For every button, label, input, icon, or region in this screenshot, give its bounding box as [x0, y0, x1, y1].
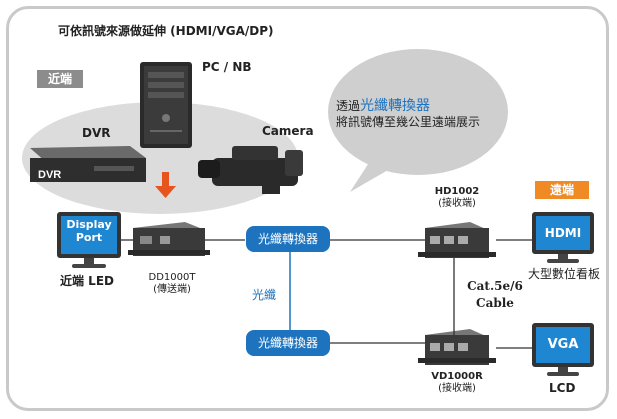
hdmi-screen-label: HDMI — [544, 226, 582, 240]
cable-label-line1: Cat.5e/6 — [467, 279, 523, 293]
dd1000t-role: (傳送端) — [153, 284, 191, 295]
near-end-badge: 近端 — [37, 70, 83, 88]
dvr-device-icon — [30, 146, 146, 182]
hd1002-receiver-icon — [418, 222, 496, 258]
display-port-monitor-icon — [57, 212, 121, 268]
hd1002-model: HD1002 — [434, 186, 480, 197]
camera-icon — [198, 146, 303, 194]
header-text: 可依訊號來源做延伸 (HDMI/VGA/DP) — [58, 24, 274, 38]
pc-tower-icon — [140, 62, 192, 148]
speech-prefix: 透過 — [336, 99, 361, 113]
speech-bubble-text: 透過光纖轉換器 將訊號傳至幾公里遠端展示 — [336, 98, 506, 130]
dd1000t-label: DD1000T (傳送端) — [138, 272, 206, 296]
vga-monitor-icon — [532, 323, 594, 376]
speech-bubble — [328, 49, 508, 192]
camera-label: Camera — [262, 124, 314, 138]
signal-arrow-icon — [155, 172, 176, 198]
vd1000r-role: (接收端) — [438, 383, 476, 394]
speech-highlight: 光纖轉換器 — [360, 98, 431, 114]
dvr-label: DVR — [82, 126, 111, 140]
cable-label: Cat.5e/6 Cable — [460, 278, 530, 312]
far-end-badge: 遠端 — [535, 181, 589, 199]
display-port-screen-label: Display Port — [66, 218, 112, 244]
speech-line1: 透過光纖轉換器 — [336, 98, 506, 114]
near-led-label: 近端 LED — [60, 274, 114, 288]
cable-lines — [121, 239, 532, 349]
vd1000r-model: VD1000R — [431, 371, 483, 382]
hd1002-role: (接收端) — [438, 198, 476, 209]
vga-caption: LCD — [549, 381, 576, 395]
hdmi-monitor-icon — [532, 212, 594, 263]
fiber-converter-bottom: 光纖轉換器 — [246, 330, 330, 356]
dd1000t-model: DD1000T — [148, 272, 196, 283]
vd1000r-receiver-icon — [418, 329, 496, 365]
dvr-panel-label: DVR — [38, 169, 61, 181]
speech-line2: 將訊號傳至幾公里遠端展示 — [336, 115, 481, 129]
fiber-converter-top: 光纖轉換器 — [246, 226, 330, 252]
dd1000t-transmitter-icon — [128, 222, 210, 256]
hd1002-label: HD1002 (接收端) — [424, 186, 490, 210]
diagram-frame — [6, 6, 609, 411]
vd1000r-label: VD1000R (接收端) — [424, 371, 490, 395]
hdmi-caption: 大型數位看板 — [528, 267, 601, 281]
cable-label-line2: Cable — [476, 296, 514, 310]
vga-screen-label: VGA — [547, 337, 579, 352]
fiber-link-label: 光纖 — [252, 288, 277, 302]
pc-label: PC / NB — [202, 60, 252, 74]
